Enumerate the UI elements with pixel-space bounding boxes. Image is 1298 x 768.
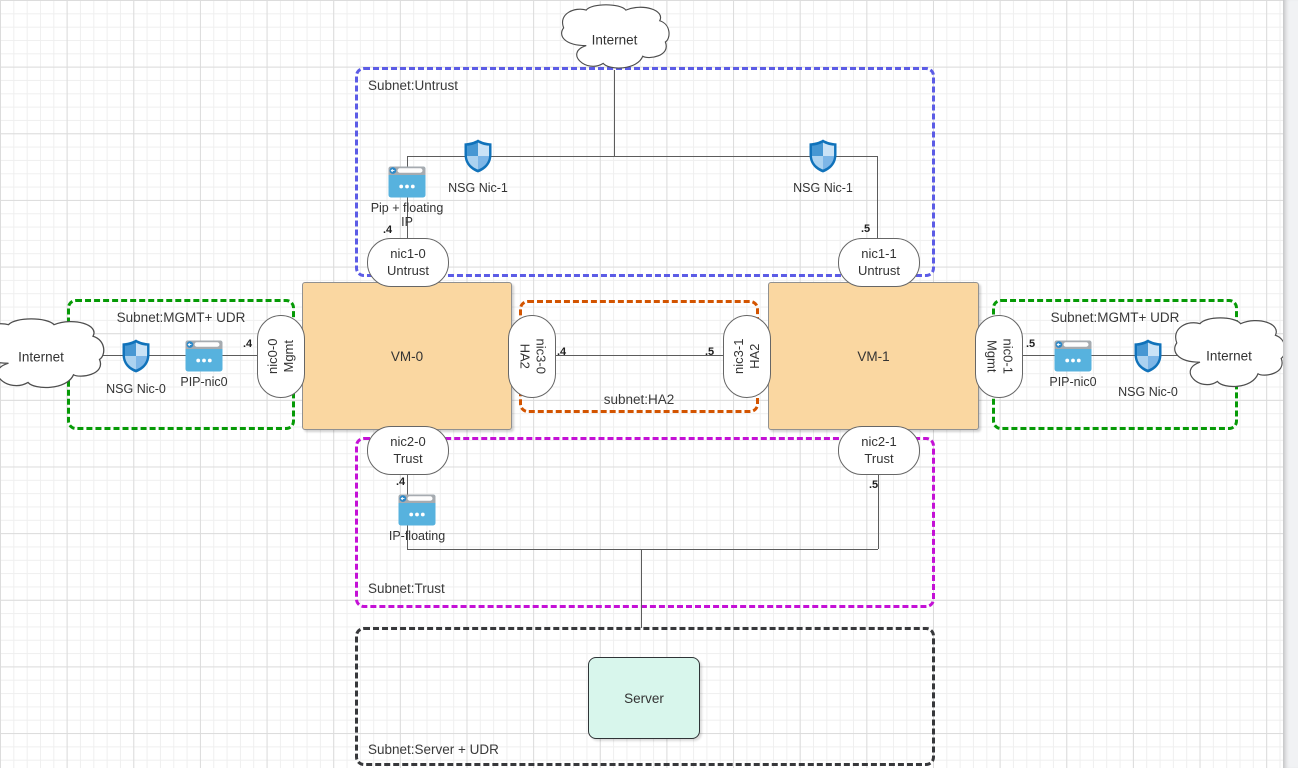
server-label: Server [624, 690, 664, 706]
subnet-untrust-label: Subnet:Untrust [368, 78, 459, 93]
nic0-0-label: nic0-0 Mgmt [264, 338, 296, 375]
nsg-untrust-left-caption: NSG Nic-1 [448, 181, 508, 195]
nic0-1-label: nic0-1 Mgmt [984, 338, 1016, 375]
connector-untrust-to-nic1-1 [877, 156, 878, 238]
subnet-untrust[interactable]: Subnet:Untrust [355, 67, 935, 277]
connector-trust-bus [407, 549, 878, 550]
internet-cloud-left-label: Internet [18, 349, 64, 365]
internet-cloud-right-label: Internet [1206, 348, 1252, 364]
nic2-1-trust[interactable]: nic2-1 Trust [838, 426, 920, 475]
nic2-0-label: nic2-0 Trust [390, 434, 426, 466]
nic3-1-ha2[interactable]: nic3-1 HA2 [723, 315, 771, 398]
public-ip-icon[interactable] [398, 494, 436, 526]
vm1-label: VM-1 [857, 348, 890, 364]
server-box[interactable]: Server [588, 657, 700, 739]
nsg-shield-icon[interactable] [809, 139, 837, 173]
nic3-0-label: nic3-0 HA2 [517, 338, 549, 375]
pip-untrust-caption: Pip + floating IP [370, 201, 444, 230]
internet-cloud-right[interactable]: Internet [1171, 316, 1287, 393]
subnet-trust[interactable]: Subnet:Trust [355, 437, 935, 608]
ip-octet-label: .5 [861, 223, 871, 235]
nic3-0-ha2[interactable]: nic3-0 HA2 [508, 315, 556, 398]
nic2-1-label: nic2-1 Trust [861, 434, 897, 466]
subnet-trust-label: Subnet:Trust [368, 581, 445, 596]
public-ip-icon[interactable] [1054, 340, 1092, 372]
subnet-server[interactable]: Subnet:Server + UDR [355, 627, 935, 766]
nic1-1-label: nic1-1 Untrust [858, 246, 900, 278]
internet-cloud-top[interactable]: Internet [558, 3, 671, 74]
connector-trust-to-server-subnet [641, 549, 642, 628]
ip-octet-label: .5 [1026, 338, 1036, 350]
nsg-shield-icon[interactable] [122, 339, 150, 373]
nic1-0-label: nic1-0 Untrust [387, 246, 429, 278]
nic1-1-untrust[interactable]: nic1-1 Untrust [838, 238, 920, 287]
ip-floating-caption: IP-floating [388, 529, 446, 543]
subnet-mgmt-right-label: Subnet:MGMT+ UDR [1050, 310, 1180, 325]
nsg-shield-icon[interactable] [1134, 339, 1162, 373]
nsg-untrust-right-caption: NSG Nic-1 [793, 181, 853, 195]
ip-octet-label: .5 [869, 479, 879, 491]
nsg-mgmt-right-caption: NSG Nic-0 [1118, 385, 1178, 399]
connector-internet-to-nic0-0 [90, 355, 258, 356]
nic0-0-mgmt[interactable]: nic0-0 Mgmt [257, 315, 305, 398]
vm1-box[interactable]: VM-1 [768, 282, 979, 430]
connector-ha2 [552, 355, 723, 356]
internet-cloud-top-label: Internet [591, 32, 638, 48]
ip-octet-label: .5 [705, 346, 715, 358]
ip-octet-label: .4 [396, 476, 406, 488]
subnet-server-label: Subnet:Server + UDR [368, 742, 499, 757]
nsg-mgmt-left-caption: NSG Nic-0 [106, 382, 166, 396]
internet-cloud-left[interactable]: Internet [0, 317, 106, 394]
public-ip-icon[interactable] [185, 340, 223, 372]
connector-nic2-1-down [878, 473, 879, 549]
public-ip-icon[interactable] [388, 166, 426, 198]
ip-octet-label: .4 [557, 346, 567, 358]
subnet-ha2-label: subnet:HA2 [603, 392, 675, 407]
vm0-label: VM-0 [390, 348, 424, 364]
nic0-1-mgmt[interactable]: nic0-1 Mgmt [975, 315, 1023, 398]
connector-nic0-1-to-internet [1021, 355, 1183, 356]
ip-octet-label: .4 [243, 338, 253, 350]
nic2-0-trust[interactable]: nic2-0 Trust [367, 426, 449, 475]
connector-internet-to-untrust [614, 70, 615, 156]
subnet-mgmt-left-label: Subnet:MGMT+ UDR [116, 310, 246, 325]
nic3-1-label: nic3-1 HA2 [730, 338, 762, 375]
canvas-edge-scroll-area[interactable] [1283, 0, 1298, 768]
nic1-0-untrust[interactable]: nic1-0 Untrust [367, 238, 449, 287]
vm0-box[interactable]: VM-0 [302, 282, 512, 430]
connector-untrust-bus [407, 156, 877, 157]
pip-mgmt-left-caption: PIP-nic0 [180, 375, 228, 389]
pip-mgmt-right-caption: PIP-nic0 [1049, 375, 1097, 389]
ip-octet-label: .4 [383, 224, 393, 236]
nsg-shield-icon[interactable] [464, 139, 492, 173]
